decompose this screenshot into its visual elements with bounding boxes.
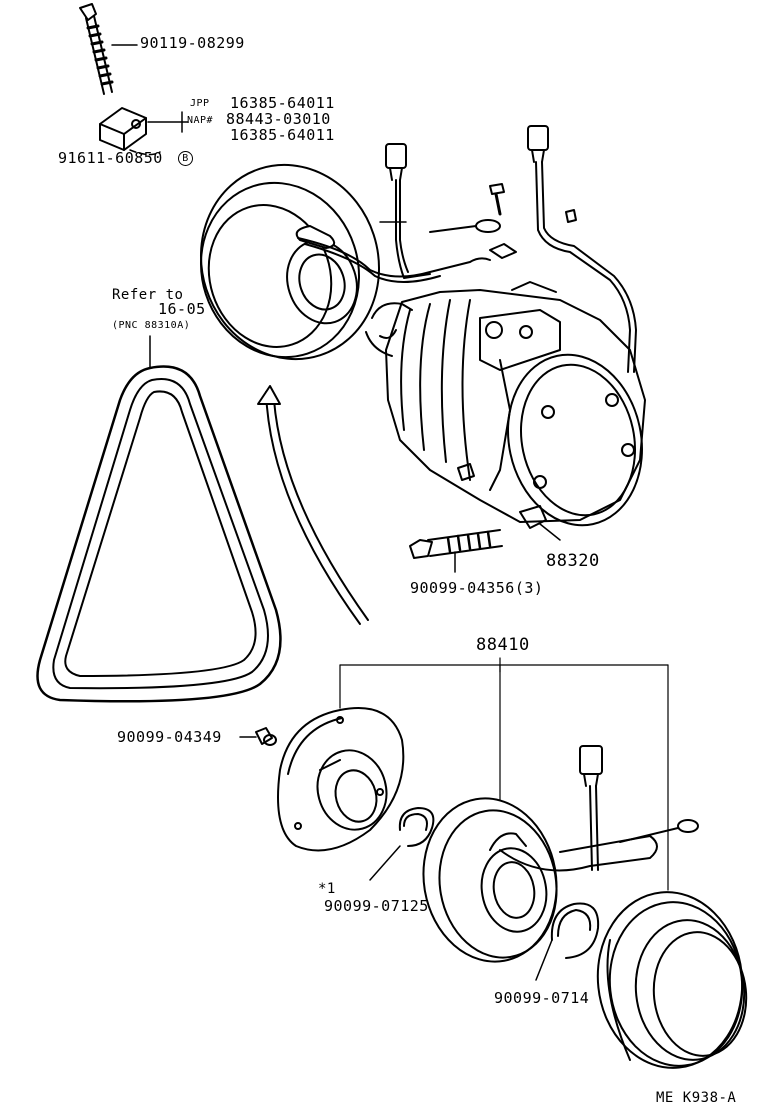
snap-ring-2-label: 90099-0714 — [494, 989, 590, 1007]
clutch-assy-leader-drawing — [339, 657, 669, 891]
alt-part-label: 16385-64011 — [230, 126, 335, 144]
bracket-part-label: 91611-60850 — [58, 149, 163, 167]
snap-ring-2-drawing — [535, 902, 600, 981]
refer-pnc-label: (PNC 88310A) — [112, 320, 191, 331]
jpp-part-label: 16385-64011 — [230, 94, 335, 112]
nap-part-label: 88443-03010 — [226, 110, 331, 128]
pulley-bottom-drawing — [596, 891, 748, 1069]
jpp-tag: JPP — [190, 98, 210, 109]
assembly-arrow-drawing — [257, 385, 369, 625]
wire-connector-right-drawing — [527, 125, 637, 373]
compressor-part-label: 88320 — [546, 551, 600, 571]
clutch-assy-label: 88410 — [476, 635, 530, 655]
wire-connector-bottom-drawing — [499, 745, 699, 872]
mount-bolt-drawing — [409, 529, 503, 573]
footer-code-label: ME K938-A — [656, 1090, 737, 1106]
nap-tag: NAP# — [187, 115, 214, 126]
star-note-label: *1 — [318, 881, 336, 897]
compressor-drawing — [365, 281, 646, 541]
clutch-hub-drawing — [277, 707, 405, 852]
bracket-block-drawing — [99, 107, 189, 156]
snap-ring-1-label: 90099-07125 — [324, 897, 429, 915]
clutch-pulley-top-drawing — [199, 163, 491, 361]
long-bolt-drawing — [79, 3, 138, 95]
mount-bolt-label: 90099-04356(3) — [410, 579, 544, 597]
drive-belt-drawing — [36, 335, 282, 703]
wire-connector-left-drawing — [379, 143, 501, 279]
hub-bolt-drawing — [239, 727, 277, 746]
refer-to-label: Refer to — [112, 287, 184, 303]
bracket-mark-badge: B — [178, 151, 193, 166]
small-bolts-drawing — [489, 183, 577, 259]
refer-section-label: 16-05 — [158, 300, 206, 318]
bolt-top-label: 90119-08299 — [140, 34, 245, 52]
hub-bolt-label: 90099-04349 — [117, 728, 222, 746]
stator-coil-drawing — [422, 797, 558, 963]
snap-ring-1-drawing — [369, 807, 435, 881]
